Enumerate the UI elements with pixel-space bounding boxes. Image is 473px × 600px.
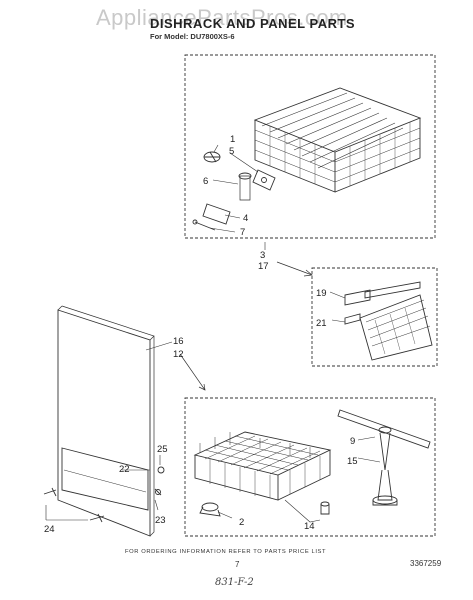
lower-spray-arm (337, 409, 431, 506)
callout-25: 25 (157, 444, 168, 455)
callout-labels: 1 5 6 4 7 3 17 19 21 16 12 25 22 23 24 2… (44, 134, 358, 535)
upper-rack-box (184, 54, 436, 239)
handwritten-note: 831-F-2 (215, 577, 254, 588)
callout-3: 3 (260, 250, 265, 261)
lower-dishrack (193, 431, 332, 501)
callout-14: 14 (304, 521, 315, 532)
lower-rack-box (184, 397, 436, 537)
door-screws (43, 466, 165, 523)
callout-6: 6 (203, 176, 208, 187)
rack-panel-box (311, 267, 438, 367)
callout-17: 17 (258, 261, 269, 272)
callout-23: 23 (155, 515, 166, 526)
callout-1: 1 (230, 134, 235, 145)
watermark: AppliancePartsPros.com (96, 5, 348, 30)
callout-24: 24 (44, 524, 55, 535)
model-label: For Model: DU7800XS-6 (150, 32, 235, 41)
document-number: 3367259 (410, 559, 442, 568)
callout-9: 9 (350, 436, 355, 447)
callout-7: 7 (240, 227, 245, 238)
callout-16: 16 (173, 336, 184, 347)
rack-panel (344, 281, 433, 361)
rack-roller (284, 499, 330, 523)
diagram-title: DISHRACK AND PANEL PARTS (150, 16, 356, 31)
page-number: 7 (235, 560, 240, 569)
callout-19: 19 (316, 288, 327, 299)
callout-12: 12 (173, 349, 184, 360)
lower-rack-wheel (199, 502, 233, 519)
rack-adjuster-parts (192, 151, 276, 231)
callout-15: 15 (347, 456, 358, 467)
callout-2: 2 (239, 517, 244, 528)
door-panel (57, 305, 155, 537)
callout-5: 5 (229, 146, 234, 157)
ordering-info-footer: FOR ORDERING INFORMATION REFER TO PARTS … (125, 549, 327, 555)
callout-4: 4 (243, 213, 248, 224)
callout-22: 22 (119, 464, 130, 475)
callout-21: 21 (316, 318, 327, 329)
upper-dishrack (253, 87, 422, 193)
